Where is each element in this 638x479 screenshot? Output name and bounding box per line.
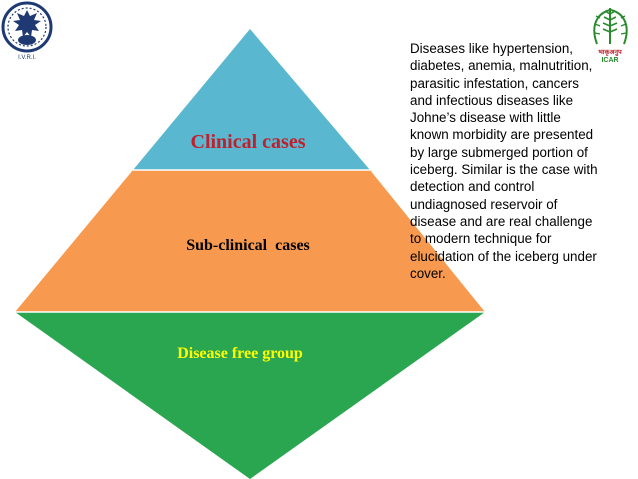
icar-wheat-emblem-icon: भाकृअनुप ICAR xyxy=(593,8,628,64)
icar-hindi-caption: भाकृअनुप xyxy=(598,48,622,56)
disease-free-group-label: Disease free group xyxy=(177,345,303,362)
clinical-cases-label: Clinical cases xyxy=(191,131,306,153)
tier-disease-free xyxy=(15,312,485,479)
icar-caption: ICAR xyxy=(601,57,618,64)
institute-seal-icon: I.V.R.I. xyxy=(1,1,53,61)
description-text: Diseases like hypertension, diabetes, an… xyxy=(410,41,598,281)
tier-clinical xyxy=(133,29,370,170)
seal-caption: I.V.R.I. xyxy=(18,55,36,61)
subclinical-cases-label: Sub-clinical cases xyxy=(186,237,310,254)
tier-subclinical xyxy=(15,170,485,312)
